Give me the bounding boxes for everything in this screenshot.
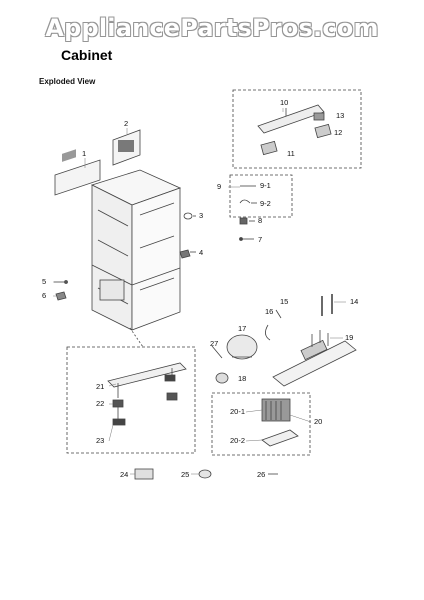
part-27 <box>211 345 223 359</box>
callout-12: 12 <box>334 128 342 137</box>
callout-9: 9 <box>217 182 221 191</box>
callout-16: 16 <box>265 307 273 316</box>
callout-18: 18 <box>238 374 246 383</box>
callout-24: 24 <box>120 470 128 479</box>
part-22-left <box>112 399 124 408</box>
part-18 <box>215 372 229 384</box>
group-box-bottom <box>66 346 196 454</box>
page-title: Cabinet <box>61 47 113 63</box>
callout-21: 21 <box>96 382 104 391</box>
part-15 <box>275 309 282 319</box>
callout-3: 3 <box>199 211 203 220</box>
part-3 <box>183 212 193 220</box>
bracket-6 <box>55 291 67 301</box>
callout-9-2: 9-2 <box>260 199 271 208</box>
part-4 <box>179 249 191 259</box>
callout-26: 26 <box>257 470 265 479</box>
callout-labels: 1 2 3 4 5 6 7 8 9 9-1 9-2 10 11 12 13 14… <box>42 98 358 479</box>
callout-23: 23 <box>96 436 104 445</box>
base-plate-19 <box>272 340 357 387</box>
callout-14: 14 <box>350 297 358 306</box>
group-box-top <box>232 89 362 169</box>
callout-1: 1 <box>82 149 86 158</box>
part-10 <box>257 104 325 134</box>
callout-10: 10 <box>280 98 288 107</box>
callout-27: 27 <box>210 339 218 348</box>
callout-20-1: 20-1 <box>230 407 245 416</box>
callout-15: 15 <box>280 297 288 306</box>
callout-25: 25 <box>181 470 189 479</box>
part-23-right <box>164 374 176 382</box>
callout-20: 20 <box>314 417 322 426</box>
part-12 <box>314 123 332 139</box>
compressor-17 <box>226 334 258 360</box>
callout-6: 6 <box>42 291 46 300</box>
watermark: AppliancePartsPros.com <box>45 14 379 42</box>
part-23-left <box>112 418 126 426</box>
callout-19: 19 <box>345 333 353 342</box>
group-box-9 <box>229 174 293 218</box>
callout-5: 5 <box>42 277 46 286</box>
callout-7: 7 <box>258 235 262 244</box>
part-25 <box>198 469 212 479</box>
label-panel-2 <box>112 129 141 166</box>
callout-8: 8 <box>258 216 262 225</box>
part-16 <box>265 324 271 341</box>
callout-2: 2 <box>124 119 128 128</box>
part-24 <box>134 468 154 480</box>
tray-20-2 <box>261 429 299 447</box>
part-13 <box>313 112 325 121</box>
callout-20-2: 20-2 <box>230 436 245 445</box>
cabinet-body <box>90 169 182 331</box>
callout-13: 13 <box>336 111 344 120</box>
callout-17: 17 <box>238 324 246 333</box>
part-8 <box>239 217 248 225</box>
part-22-right <box>166 392 178 401</box>
view-subtitle: Exploded View <box>39 77 96 86</box>
group-box-20 <box>211 392 311 456</box>
part-11 <box>260 140 278 156</box>
callout-22: 22 <box>96 399 104 408</box>
callout-9-1: 9-1 <box>260 181 271 190</box>
callout-4: 4 <box>199 248 203 257</box>
callout-11: 11 <box>287 149 295 158</box>
